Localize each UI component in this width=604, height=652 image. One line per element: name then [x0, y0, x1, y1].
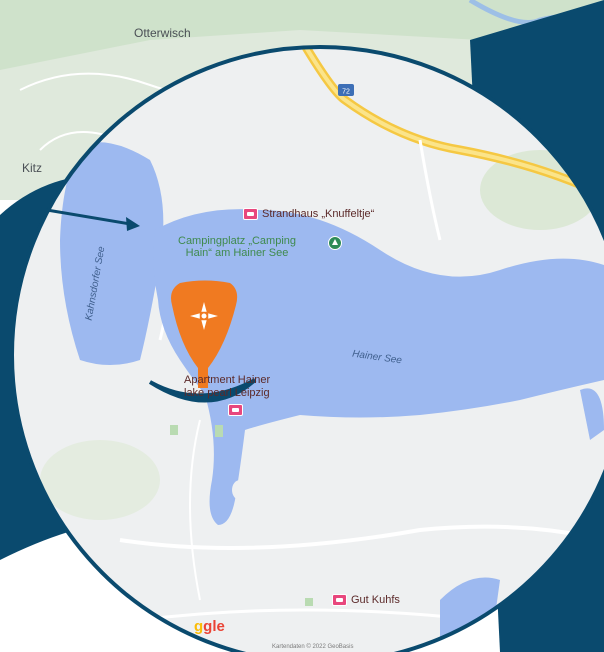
location-marker[interactable] — [171, 280, 238, 389]
poi-camping[interactable]: Campingplatz „Camping Hain“ am Hainer Se… — [178, 235, 296, 259]
hainer-see — [153, 209, 604, 525]
lodging-icon-gut-kuhfs[interactable] — [332, 594, 347, 606]
road-shield-72: 72 — [338, 84, 354, 96]
marker-swoosh — [148, 378, 257, 403]
poi-gut-kuhfs[interactable]: Gut Kuhfs — [351, 594, 400, 606]
poi-apartment-line1: Apartment Hainer — [184, 374, 271, 386]
compass-star-icon — [190, 302, 218, 330]
lodging-icon[interactable] — [243, 208, 258, 220]
poi-camping-line1: Campingplatz „Camping — [178, 235, 296, 247]
place-otterwisch: Otterwisch — [134, 26, 191, 40]
poi-apartment-line2: lake pearl Leipzig — [184, 387, 270, 399]
google-logo: ggle — [194, 618, 225, 635]
poi-strandhaus[interactable]: Strandhaus „Knuffeltje“ — [262, 208, 375, 220]
campground-icon[interactable] — [328, 236, 342, 250]
poi-apartment[interactable]: Apartment Hainer lake pearl Leipzig — [184, 374, 270, 400]
map-attribution[interactable]: Kartendaten © 2022 GeoBasis — [272, 644, 354, 650]
map-circle-border — [10, 45, 604, 652]
pointer-arrow — [34, 206, 140, 231]
lodging-icon-apartment[interactable] — [228, 404, 243, 416]
google-logo-text: gle — [203, 618, 225, 635]
road-shield-label: 72 — [342, 89, 350, 96]
poi-camping-line2: Hain“ am Hainer See — [185, 247, 289, 259]
place-kitz: Kitz — [22, 161, 43, 175]
kahnsdorfer-see — [60, 142, 164, 365]
